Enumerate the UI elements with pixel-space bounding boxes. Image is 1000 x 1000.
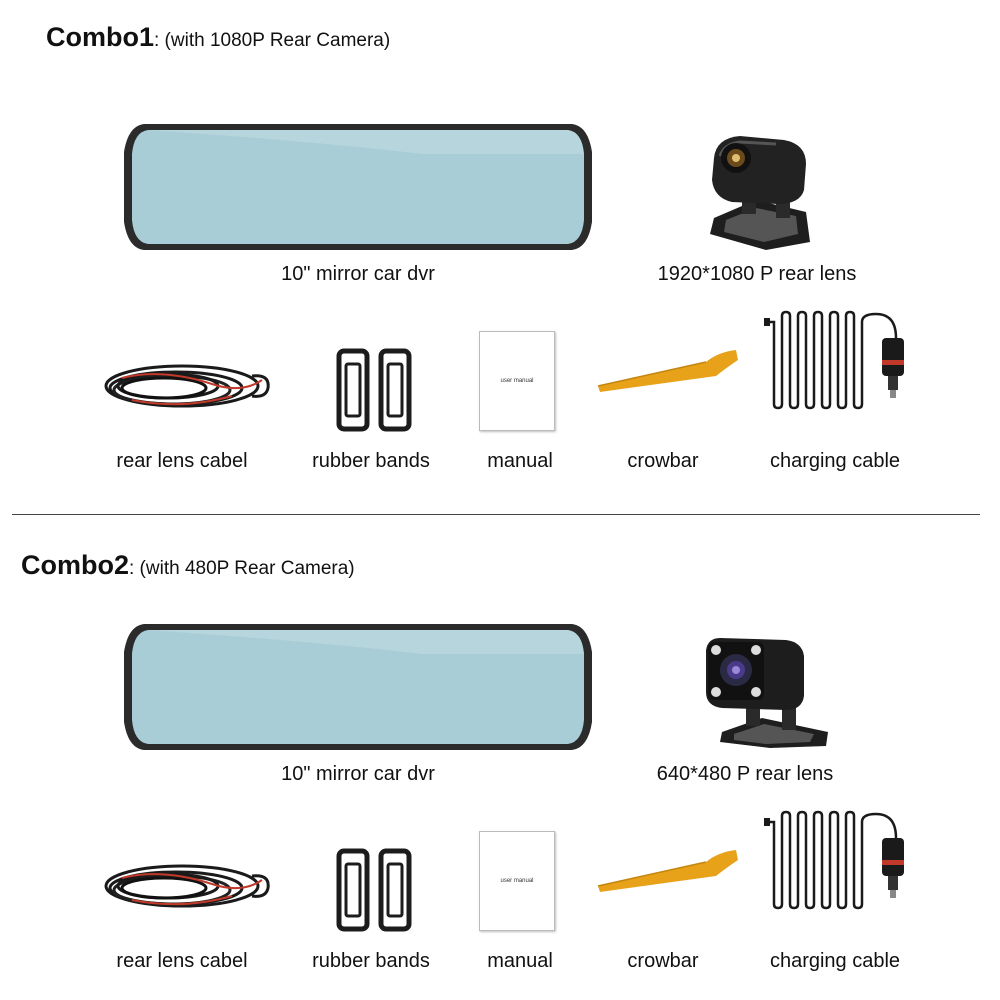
rubber-bands-image [336, 848, 412, 932]
rubber-bands-image [336, 348, 412, 432]
combo2-subtitle: (with 480P Rear Camera) [134, 558, 355, 579]
combo1-title: Combo1: (with 1080P Rear Camera) [46, 22, 390, 53]
rubber-bands-label: rubber bands [312, 950, 430, 972]
mirror-dvr-image [122, 122, 594, 252]
manual-cover-text: user manual [500, 378, 534, 384]
crowbar-image [596, 348, 740, 392]
combo1-colon: : [154, 30, 160, 51]
rubber-bands-label: rubber bands [312, 450, 430, 472]
combo1-name: Combo1 [46, 22, 154, 52]
crowbar-label: crowbar [627, 450, 699, 472]
mirror-dvr-label: 10" mirror car dvr [281, 263, 435, 285]
charging-cable-image [764, 808, 914, 910]
rear-camera-480p-image [700, 636, 832, 748]
rear-lens-cable-label: rear lens cabel [116, 950, 248, 972]
combo2-title: Combo2: (with 480P Rear Camera) [21, 550, 355, 581]
charging-cable-label: charging cable [769, 450, 901, 472]
mirror-dvr-label: 10" mirror car dvr [281, 763, 435, 785]
combo1-subtitle: (with 1080P Rear Camera) [159, 30, 391, 51]
rear-lens-cable-label: rear lens cabel [116, 450, 248, 472]
manual-cover-text: user manual [500, 878, 534, 884]
charging-cable-image [764, 308, 914, 410]
rear-lens-cable-image [102, 858, 272, 918]
manual-label: manual [487, 950, 553, 972]
manual-label: manual [487, 450, 553, 472]
rear-lens-1080p-label: 1920*1080 P rear lens [657, 263, 857, 285]
crowbar-image [596, 848, 740, 892]
rear-lens-480p-label: 640*480 P rear lens [656, 763, 834, 785]
user-manual-image: user manual [479, 831, 555, 931]
mirror-dvr-image [122, 622, 594, 752]
charging-cable-label: charging cable [769, 950, 901, 972]
combo2-name: Combo2 [21, 550, 129, 580]
crowbar-label: crowbar [627, 950, 699, 972]
combo2-colon: : [129, 558, 135, 579]
rear-camera-1080p-image [706, 134, 816, 250]
user-manual-image: user manual [479, 331, 555, 431]
section-divider [12, 514, 980, 515]
rear-lens-cable-image [102, 358, 272, 418]
